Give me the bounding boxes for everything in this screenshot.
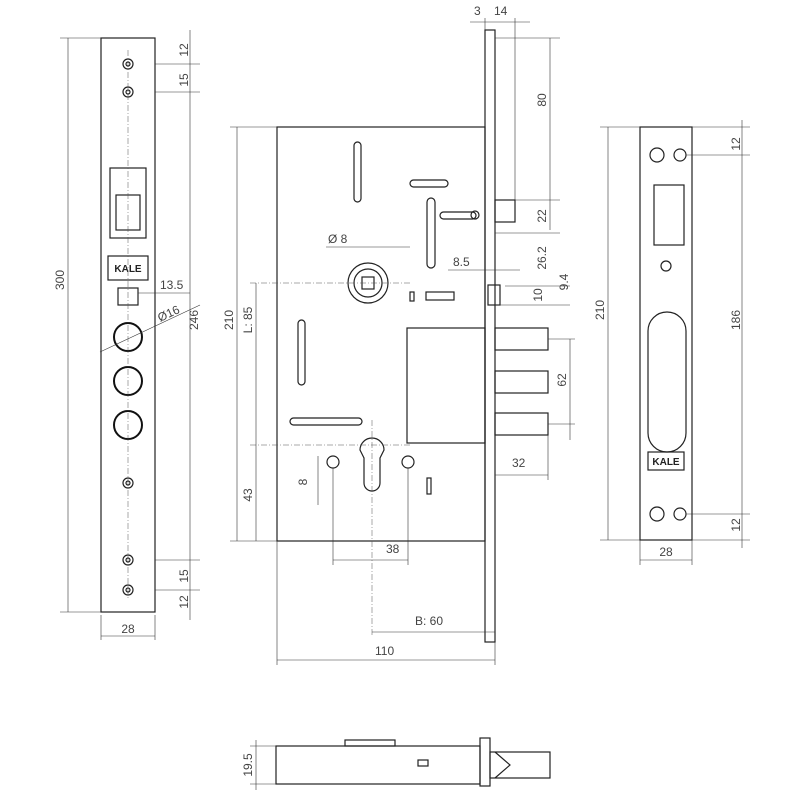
dim-body-width: 110	[375, 644, 394, 658]
dim-left-latch-width: 13.5	[160, 278, 184, 292]
dim-bottom-thickness: 19.5	[241, 753, 255, 777]
dim-spindle: Ø 8	[328, 232, 348, 246]
kale-logo: KALE	[114, 264, 142, 275]
dim-screw: 8	[296, 478, 310, 485]
dim-left-top-hole: 12	[177, 43, 191, 57]
bottom-view: 19.5	[241, 737, 551, 790]
dim-left-hole-span: 246	[187, 310, 201, 330]
dim-left-hole-spacing-top: 15	[177, 73, 191, 87]
lock-body: 3 14 80 22 Ø 8 8.5 26.2 9.4 10 210 L: 85…	[222, 4, 575, 665]
kale-logo-right: KALE	[652, 457, 680, 468]
dim-body-height: 210	[222, 310, 236, 330]
dim-latch-height: 22	[535, 209, 549, 223]
dim-bolt-span: 62	[555, 373, 569, 387]
dim-bolt-throw: 32	[512, 456, 526, 470]
dim-right-bottom-hole: 12	[729, 518, 743, 532]
dim-left-width: 28	[121, 622, 135, 636]
dim-left-hole-spacing-bottom: 15	[177, 569, 191, 583]
dim-left-height: 300	[53, 270, 67, 290]
dim-latch-to-bolt: 26.2	[535, 246, 549, 270]
dim-small: 9.4	[557, 273, 571, 290]
dim-center-distance: L: 85	[241, 306, 255, 333]
dim-offset: 8.5	[453, 255, 470, 269]
dim-left-hole-diameter: Ø16	[155, 302, 182, 324]
dim-top-to-latch: 80	[535, 93, 549, 107]
dim-backset: B: 60	[415, 614, 443, 628]
left-faceplate: KALE 300 12 15 246 15 12 13.5 Ø16 28	[53, 30, 201, 640]
dim-ten: 10	[531, 288, 545, 302]
dim-cyl-to-bottom: 43	[241, 488, 255, 502]
dim-right-height: 210	[593, 300, 607, 320]
dim-right-hole-span: 186	[729, 310, 743, 330]
dim-left-bottom-hole: 12	[177, 595, 191, 609]
dim-right-top-hole: 12	[729, 137, 743, 151]
right-faceplate: KALE 210 12 186 12 28	[593, 120, 750, 565]
dim-latch-projection: 14	[494, 4, 508, 18]
dim-faceplate-thickness: 3	[474, 4, 481, 18]
dim-screw-spacing: 38	[386, 542, 400, 556]
dim-right-width: 28	[659, 545, 673, 559]
